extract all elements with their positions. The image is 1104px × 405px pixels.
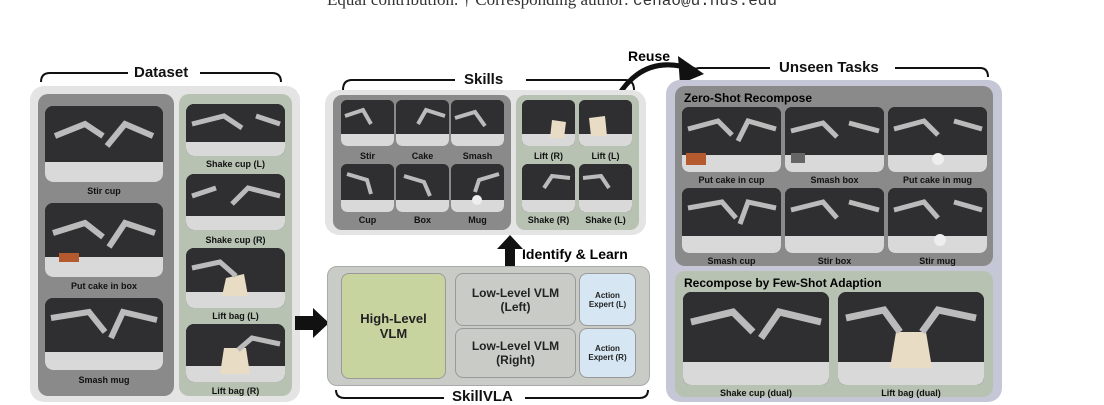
action-expert-right: Action Expert (R) (579, 328, 636, 378)
unseen-caption: Stir mug (919, 256, 956, 266)
unseen-photo (785, 107, 884, 172)
curved-arrow-icon (615, 56, 704, 98)
low-level-vlm-right: Low-Level VLM (Right) (455, 328, 576, 378)
footnote-corresponding: Corresponding author: (475, 0, 628, 9)
footnote-email: cehao@u.nus.edu (632, 0, 777, 10)
unseen-photo (888, 188, 987, 253)
skillvla-title: SkillVLA (446, 388, 519, 405)
skill-caption: Box (413, 215, 431, 225)
unseen-photo (682, 107, 781, 172)
dataset-caption: Lift bag (L) (212, 311, 259, 321)
skill-caption: Lift (L) (591, 151, 620, 161)
unseen-photo (683, 292, 829, 385)
dataset-photo-shake-cup-l (186, 104, 285, 156)
skill-photo (396, 164, 449, 212)
arrow-right-icon (295, 308, 329, 338)
footnote-star: † (463, 0, 472, 9)
unseen-photo (838, 292, 984, 385)
unseen-caption: Put cake in cup (698, 175, 765, 185)
dataset-caption: Lift bag (R) (211, 386, 260, 396)
dataset-title: Dataset (128, 64, 195, 81)
skill-photo (522, 100, 575, 146)
zero-shot-title: Zero-Shot Recompose (684, 91, 813, 105)
unseen-photo (785, 188, 884, 253)
dataset-photo-shake-cup-r (186, 174, 285, 230)
skill-photo (396, 100, 449, 146)
dataset-photo-stir-cup (45, 106, 163, 182)
skill-caption: Shake (R) (527, 215, 570, 225)
unseen-photo (888, 107, 987, 172)
skill-photo (341, 164, 394, 212)
skill-caption: Smash (462, 151, 493, 161)
unseen-caption: Stir box (817, 256, 852, 266)
few-shot-title: Recompose by Few-Shot Adaption (684, 276, 882, 290)
skill-photo (579, 164, 632, 212)
dataset-caption: Put cake in box (70, 281, 138, 291)
high-level-vlm: High-Level VLM (341, 273, 446, 379)
unseen-caption: Smash cup (707, 256, 756, 266)
dataset-caption: Smash mug (78, 375, 130, 385)
skill-photo (451, 164, 504, 212)
dataset-photo-lift-bag-r (186, 324, 285, 382)
unseen-caption: Smash box (810, 175, 859, 185)
skill-caption: Cake (411, 151, 434, 161)
skill-caption: Mug (468, 215, 487, 225)
dataset-photo-cake-box (45, 203, 163, 277)
skill-photo (341, 100, 394, 146)
low-level-vlm-left: Low-Level VLM (Left) (455, 273, 576, 326)
unseen-photo (682, 188, 781, 253)
arrow-up-icon (497, 235, 523, 267)
unseen-caption: Put cake in mug (902, 175, 973, 185)
dataset-caption: Shake cup (R) (205, 235, 266, 245)
footnote-line: Equal contribution. † Corresponding auth… (0, 0, 1104, 10)
skills-title: Skills (458, 71, 510, 88)
dataset-photo-smash-mug (45, 298, 163, 370)
skill-caption: Lift (R) (534, 151, 563, 161)
action-expert-left: Action Expert (L) (579, 273, 636, 326)
unseen-caption: Lift bag (dual) (881, 388, 941, 398)
skill-photo (451, 100, 504, 146)
dataset-caption: Stir cup (87, 186, 121, 196)
reuse-label: Reuse (628, 48, 671, 64)
skill-photo (579, 100, 632, 146)
footnote-text: Equal contribution. (327, 0, 458, 9)
skill-caption: Shake (L) (585, 215, 626, 225)
unseen-title: Unseen Tasks (773, 59, 885, 76)
skill-caption: Stir (359, 151, 375, 161)
skill-caption: Cup (358, 215, 377, 225)
skill-photo (522, 164, 575, 212)
dataset-photo-lift-bag-l (186, 248, 285, 308)
identify-learn-label: Identify & Learn (522, 246, 628, 262)
dataset-caption: Shake cup (L) (205, 159, 265, 169)
unseen-caption: Shake cup (dual) (719, 388, 792, 398)
